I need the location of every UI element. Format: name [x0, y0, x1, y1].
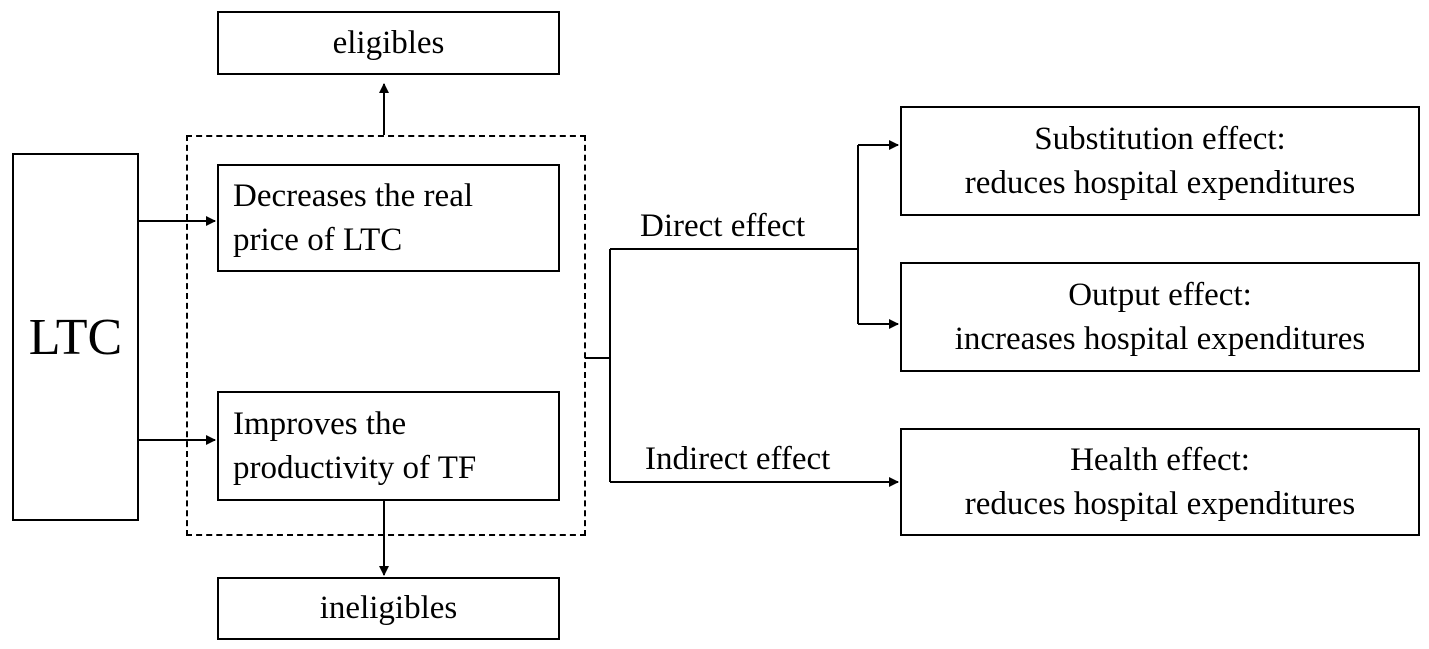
ltc-label: LTC — [28, 308, 123, 366]
eligibles-label: eligibles — [332, 24, 445, 61]
mechanism-group — [186, 135, 586, 536]
health-effect-box: Health effect: reduces hospital expendit… — [900, 428, 1420, 536]
improves-productivity-line-1: Improves the — [233, 406, 407, 442]
eligibles-box: eligibles — [217, 11, 560, 75]
indirect-effect-label: Indirect effect — [645, 441, 831, 477]
direct-effect-label: Direct effect — [640, 208, 806, 244]
substitution-effect-description: reduces hospital expenditures — [964, 165, 1356, 201]
ineligibles-label: ineligibles — [319, 590, 458, 626]
ineligibles-box: ineligibles — [217, 577, 560, 640]
output-effect-description: increases hospital expenditures — [954, 321, 1366, 357]
decreases-price-line-1: Decreases the real — [233, 178, 474, 214]
improves-productivity-box: Improves the productivity of TF — [217, 391, 560, 501]
decreases-price-line-2: price of LTC — [233, 222, 403, 258]
ltc-box: LTC — [12, 153, 139, 521]
output-effect-box: Output effect: increases hospital expend… — [900, 262, 1420, 372]
health-effect-description: reduces hospital expenditures — [964, 486, 1356, 522]
output-effect-title: Output effect: — [1068, 277, 1252, 313]
improves-productivity-line-2: productivity of TF — [233, 450, 477, 486]
substitution-effect-box: Substitution effect: reduces hospital ex… — [900, 106, 1420, 216]
health-effect-title: Health effect: — [1070, 442, 1250, 478]
substitution-effect-title: Substitution effect: — [1034, 121, 1286, 157]
decreases-price-box: Decreases the real price of LTC — [217, 164, 560, 272]
